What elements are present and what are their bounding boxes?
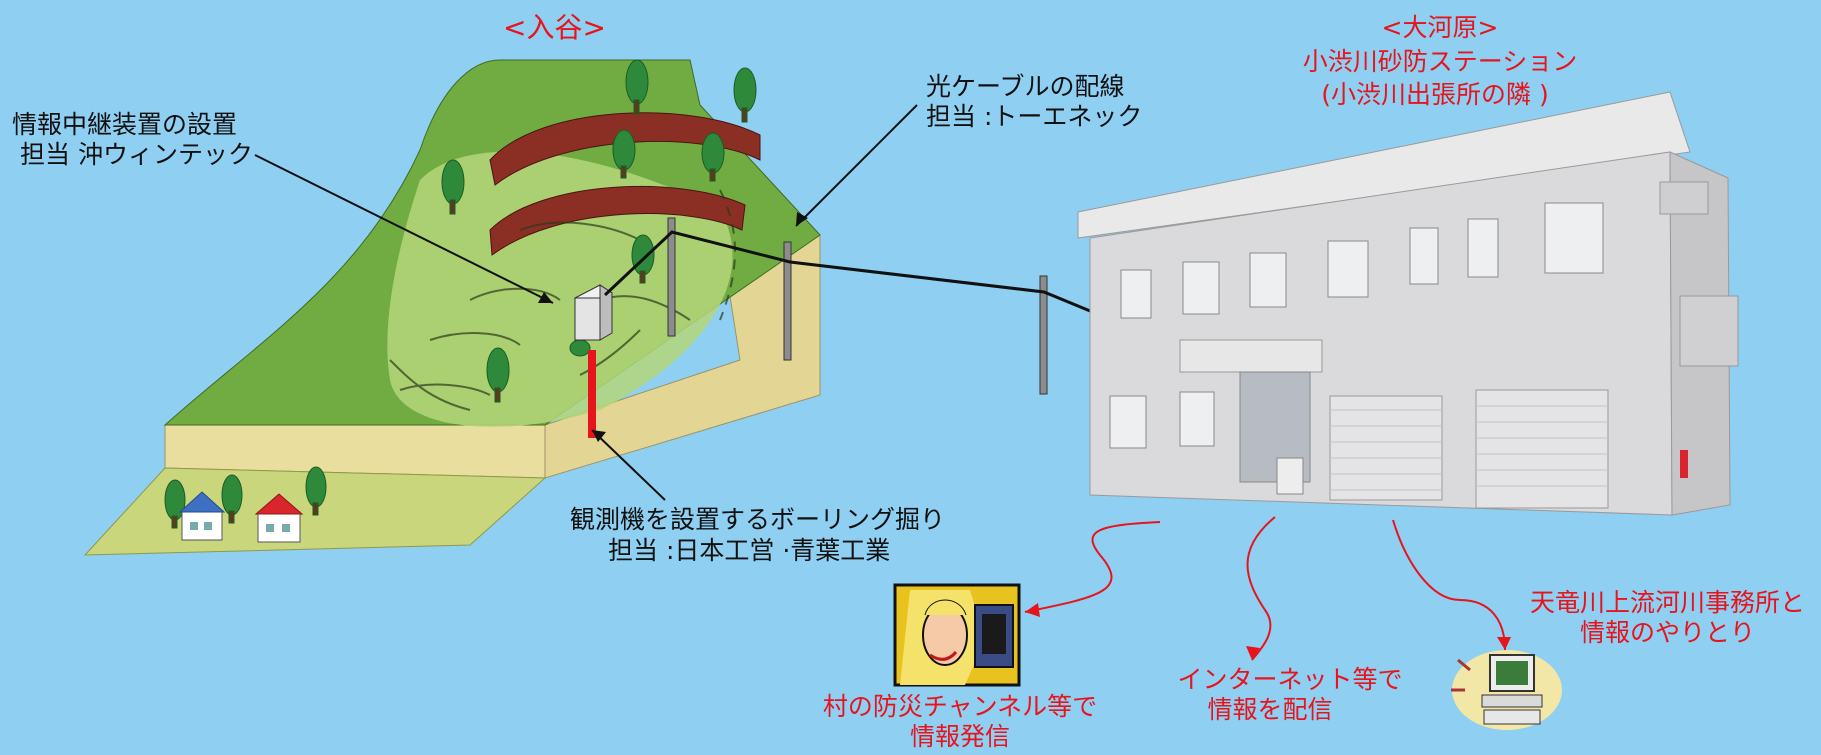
pointer-lines [254, 104, 918, 501]
relay-device-label-line2: 担当 沖ウィンテック [20, 140, 253, 169]
boring-label-line2: 担当 :日本工営 ·青葉工業 [608, 536, 891, 565]
right-site-title-line1: <大河原> [1381, 13, 1499, 42]
trees [164, 59, 757, 529]
tree-icon [305, 466, 327, 516]
terrain-block [83, 59, 821, 556]
tree-icon [164, 479, 186, 529]
tree-icon [221, 474, 243, 524]
tenryu-office-label-line2: 情報のやりとり [1579, 618, 1755, 647]
computer-icon [1451, 650, 1562, 730]
boring-bar [588, 350, 596, 438]
village-radio-label-line1: 村の防災チャンネル等で [822, 692, 1098, 721]
pole-icon [783, 241, 792, 361]
right-site-title-line2: 小渋川砂防ステーション [1302, 47, 1578, 76]
fiber-cable-label-line1: 光ケーブルの配線 [926, 72, 1125, 101]
relay-box-icon [574, 284, 613, 341]
distribution-arrowheads [1025, 603, 1511, 660]
village-radio-label-line2: 情報発信 [909, 722, 1010, 751]
fiber-cable-label-line2: 担当 :トーエネック [926, 102, 1143, 131]
tree-icon [486, 347, 510, 403]
pole-icon [667, 217, 676, 337]
station-building [1077, 91, 1739, 516]
house-icon [178, 491, 226, 541]
pointer-arrowheads [538, 212, 808, 442]
tree-icon [733, 67, 757, 123]
right-site-title-line3: (小渋川出張所の隣 ) [1321, 80, 1549, 109]
internet-label-line2: 情報を配信 [1207, 695, 1333, 724]
distribution-arrows [1024, 516, 1506, 661]
tenryu-office-label-line1: 天竜川上流河川事務所と [1529, 588, 1805, 617]
boring-label-line1: 観測機を設置するボーリング掘り [570, 505, 946, 534]
house-icon [254, 493, 304, 543]
pole-icon [1039, 275, 1048, 395]
tree-icon [612, 129, 636, 179]
left-site-title: <入谷> [503, 11, 606, 44]
tree-icon [441, 159, 465, 215]
woman-at-computer-icon [893, 583, 1021, 687]
fiber-cable-line [603, 230, 1113, 322]
tree-icon [625, 59, 649, 115]
poles [667, 217, 1048, 395]
tree-icon [701, 132, 725, 182]
relay-device-label-line1: 情報中継装置の設置 [12, 110, 238, 139]
tree-icon [569, 339, 591, 357]
internet-label-line1: インターネット等で [1177, 665, 1403, 694]
